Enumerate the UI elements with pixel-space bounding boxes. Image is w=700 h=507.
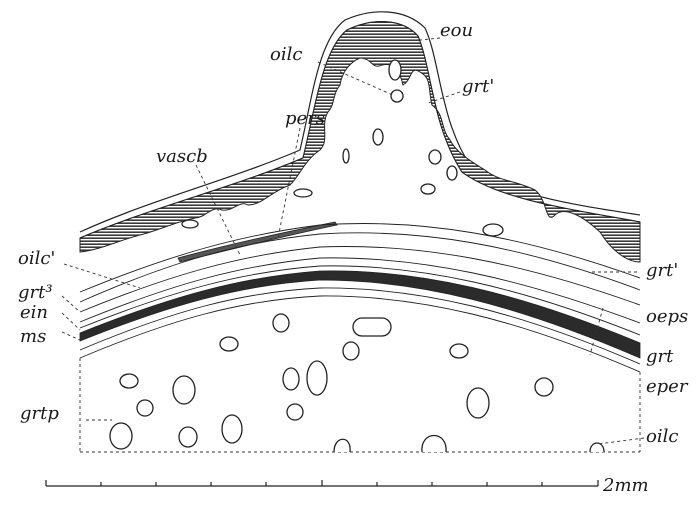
label-grtp: grtp [20, 403, 59, 424]
label-oilc1: oilc' [18, 248, 55, 269]
label-oilc-bottom: oilc [646, 426, 678, 447]
label-oilc-top: oilc [270, 44, 302, 65]
label-grt3: grt³ [18, 282, 53, 303]
label-grt: grt [646, 346, 674, 367]
hatched-band [80, 22, 640, 262]
scale-bar-label: 2mm [602, 475, 649, 496]
label-oeps: oeps [646, 306, 688, 327]
lower-cells [110, 314, 604, 452]
label-grt2-right: grt' [646, 260, 678, 281]
label-ms: ms [20, 326, 46, 347]
label-pers: pers [285, 108, 325, 129]
label-eper: eper [646, 376, 689, 397]
scale-bar [46, 480, 598, 486]
layer-2 [80, 233, 640, 302]
dark-layer-ms [80, 271, 640, 358]
label-eou: eou [440, 20, 473, 41]
label-ein: ein [20, 302, 48, 323]
leader-lines [62, 38, 644, 444]
label-grt1: grt' [462, 76, 494, 97]
label-vascb: vascb [156, 146, 208, 167]
